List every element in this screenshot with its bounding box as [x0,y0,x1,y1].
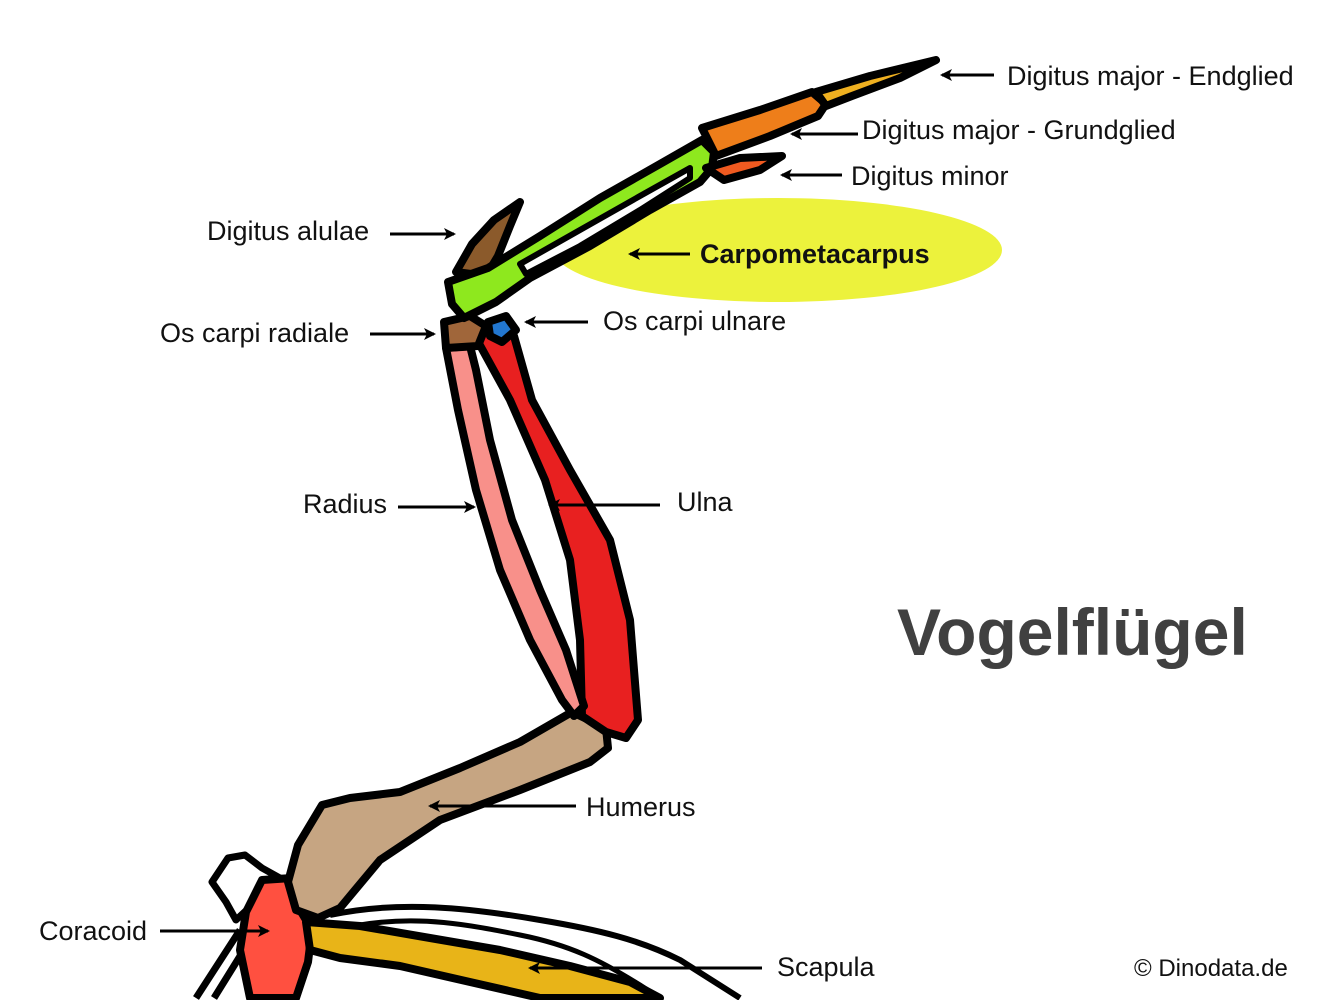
label-carpometacarpus: Carpometacarpus [700,239,930,269]
label-ulna: Ulna [677,487,734,517]
label-humerus: Humerus [586,792,696,822]
copyright-credit: © Dinodata.de [1134,955,1288,982]
label-endglied: Digitus major - Endglied [1007,61,1294,91]
os-carpi-ulnare-bone [484,312,520,346]
scapula-bone [302,918,664,1000]
label-os-carpi-ulnare: Os carpi ulnare [603,306,786,336]
label-scapula: Scapula [777,952,876,982]
digitus-minor-bone [702,152,786,184]
radius-bone [442,342,588,720]
scapula-outline [329,903,742,1000]
label-grundglied: Digitus major - Grundglied [862,115,1176,145]
label-coracoid: Coracoid [39,916,147,946]
carpometacarpus-gap [517,165,693,277]
grundglied-bone [698,88,830,160]
humerus-bone [284,708,612,922]
label-radius: Radius [303,489,387,519]
label-digitus-alulae: Digitus alulae [207,216,369,246]
diagram-title: Vogelflügel [897,595,1248,669]
label-os-carpi-radiale: Os carpi radiale [160,318,349,348]
endglied-bone [812,56,940,110]
carpometacarpus-highlight [554,198,1002,302]
label-digitus-minor: Digitus minor [851,161,1009,191]
ulna-bone [472,322,642,742]
